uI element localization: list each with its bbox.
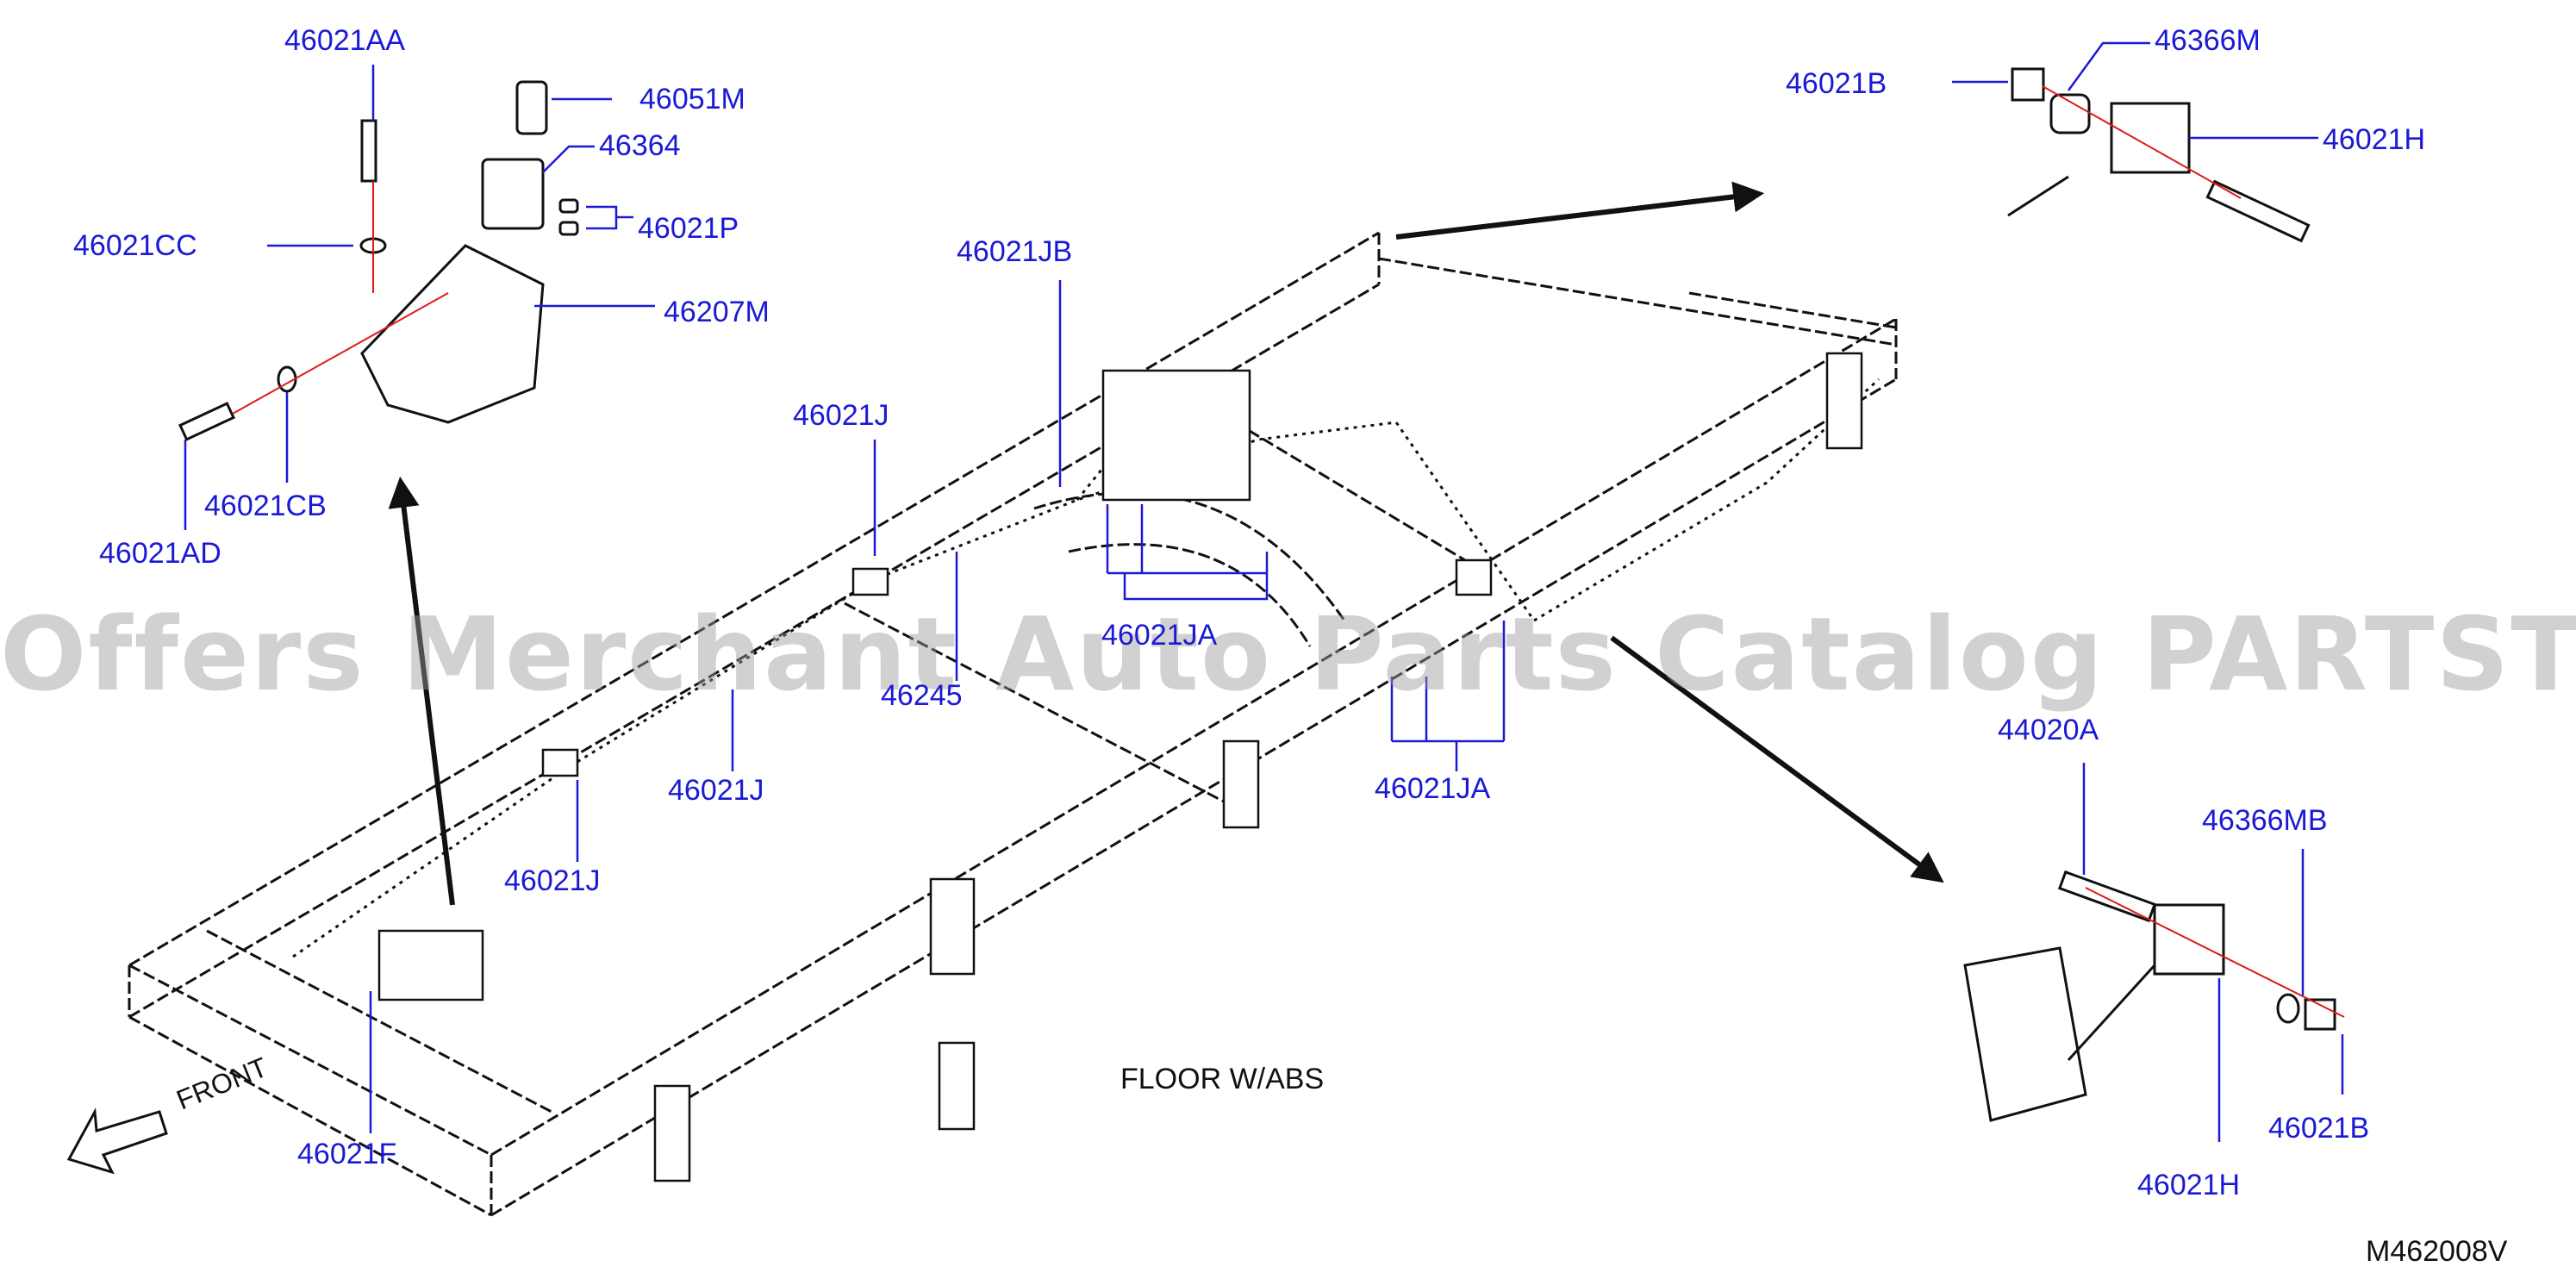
top-left-center-lines: [232, 181, 449, 415]
diagram-id: M462008V: [2366, 1235, 2508, 1268]
bushing-p1: [558, 198, 579, 214]
front-valve-block: [377, 929, 484, 1001]
rear-block: [1101, 369, 1251, 502]
callout-46364[interactable]: 46364: [599, 129, 681, 162]
leader-46366M: [2067, 41, 2150, 91]
callout-46021B-bot[interactable]: 46021B: [2268, 1112, 2370, 1145]
leader-46021JA-a: [1106, 504, 1269, 601]
callout-46021H-top[interactable]: 46021H: [2323, 123, 2426, 156]
callout-46021JA-a[interactable]: 46021JA: [1101, 619, 1218, 652]
top-right-bolt: [2205, 179, 2311, 243]
shock-bracket-front-right: [653, 1084, 691, 1182]
diagram-caption: FLOOR W/ABS: [1120, 1063, 1325, 1095]
front-direction-arrow: [66, 1107, 168, 1175]
callout-46245[interactable]: 46245: [881, 679, 963, 712]
callout-46021CC[interactable]: 46021CC: [73, 229, 197, 262]
center-line-diagonal: [232, 292, 449, 415]
frame-brackets: [377, 352, 1863, 1182]
arrow-to-top-right-detail: [1395, 181, 1765, 240]
arrow-to-bottom-right-detail: [1610, 635, 1944, 883]
leader-46364: [542, 145, 595, 173]
bottom-right-tube: [2067, 964, 2156, 1062]
leader-46021JA-b: [1390, 621, 1506, 771]
mid-clip-1: [541, 748, 579, 777]
watermark-text: Offers Merchant Auto Parts Catalog PARTS…: [0, 595, 2576, 714]
callout-46021AD[interactable]: 46021AD: [99, 537, 221, 570]
top-right-bushing: [2049, 93, 2091, 134]
bottom-right-frame-stub: [1963, 946, 2087, 1122]
front-crossmember: [128, 929, 552, 1217]
mid-clip-2: [851, 567, 889, 596]
rear-clip: [1455, 558, 1493, 596]
rear-crossmember: [1378, 257, 1897, 346]
spring-hanger: [929, 877, 976, 976]
callout-46366M[interactable]: 46366M: [2155, 24, 2261, 57]
callout-46021AA[interactable]: 46021AA: [284, 24, 405, 57]
sensor-block: [481, 158, 545, 230]
arrow-to-bracket-detail: [388, 476, 455, 906]
callout-46021J-a[interactable]: 46021J: [793, 399, 889, 432]
top-right-detail: [2007, 67, 2311, 243]
shock-bracket-front-left: [938, 1041, 976, 1131]
leader-lines: [184, 41, 2344, 1142]
left-frame-rail: [128, 231, 1381, 1019]
bolt-ad: [178, 402, 235, 441]
callout-46021P[interactable]: 46021P: [638, 212, 739, 245]
bottom-right-detail: [1963, 870, 2336, 1122]
callout-46366MB[interactable]: 46366MB: [2202, 804, 2328, 837]
callout-46021F[interactable]: 46021F: [297, 1138, 397, 1170]
sensor-bracket: [360, 244, 545, 424]
bottom-right-washer: [2276, 993, 2300, 1024]
top-right-nut: [2011, 67, 2045, 102]
shock-bracket-mid: [1222, 739, 1260, 829]
sensor-bracket-detail: [178, 80, 579, 441]
callout-44020A[interactable]: 44020A: [1998, 714, 2099, 746]
bushing-p2: [558, 221, 579, 236]
callout-46021B-top[interactable]: 46021B: [1786, 67, 1887, 100]
callout-46021CB[interactable]: 46021CB: [204, 490, 327, 522]
leader-46021P: [586, 205, 633, 230]
callout-46021J-b[interactable]: 46021J: [668, 774, 764, 807]
shock-bracket-rear: [1825, 352, 1863, 450]
sensor-switch: [515, 80, 548, 135]
top-right-center-line: [2042, 85, 2242, 199]
brake-line-assembly: [292, 377, 1881, 958]
bolt-aa: [360, 119, 377, 183]
top-right-tube: [2007, 175, 2069, 217]
bottom-right-bolt: [2057, 870, 2157, 923]
pointer-arrows: [388, 181, 1944, 906]
brake-tube-branch: [1076, 386, 1242, 501]
callout-46051M[interactable]: 46051M: [639, 83, 745, 115]
callout-46207M[interactable]: 46207M: [664, 296, 770, 328]
callout-46021J-c[interactable]: 46021J: [504, 864, 601, 897]
vehicle-frame: [128, 231, 1898, 1217]
rear-axle-arch: [1033, 491, 1346, 647]
callout-46021JB[interactable]: 46021JB: [957, 235, 1073, 268]
callout-46021H-bot[interactable]: 46021H: [2137, 1169, 2241, 1201]
callout-46021JA-b[interactable]: 46021JA: [1375, 772, 1491, 805]
bottom-right-center-line: [2085, 887, 2345, 1018]
